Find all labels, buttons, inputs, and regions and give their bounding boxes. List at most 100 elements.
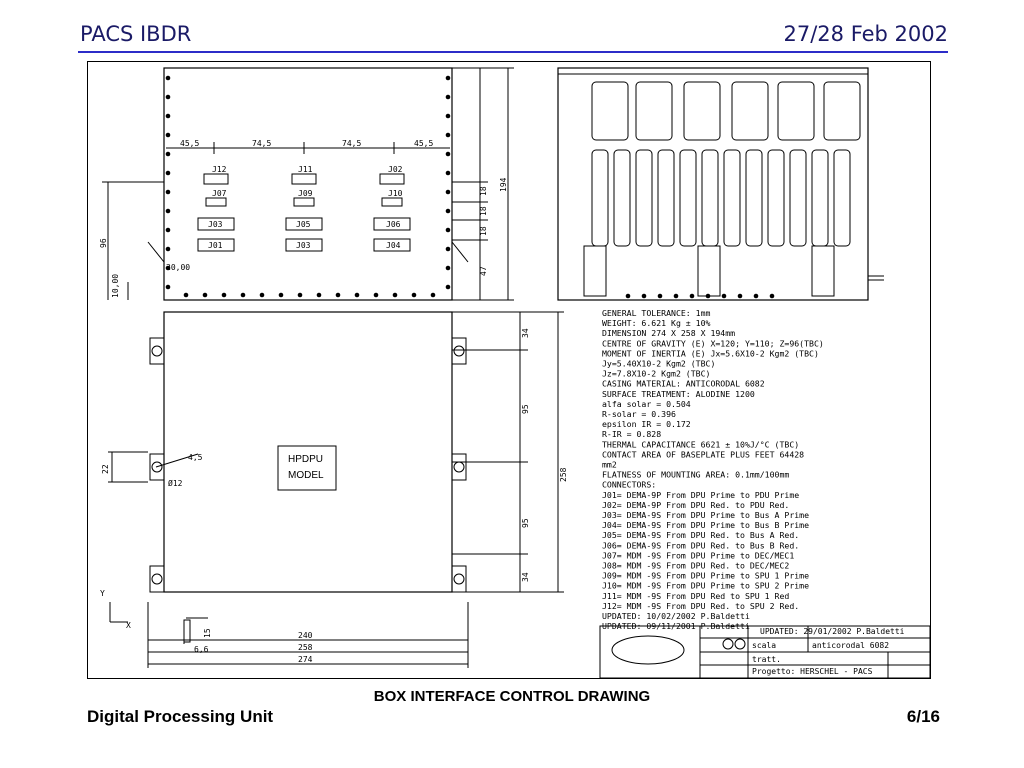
connector-j: [285, 238, 323, 252]
screw-dot: [430, 292, 436, 298]
connector-j: [373, 217, 411, 231]
screw-dot: [278, 292, 284, 298]
dim-left: 96: [99, 238, 108, 248]
dim-hole: 4,5: [188, 453, 203, 462]
note-line: J01= DEMA-9P From DPU Prime to PDU Prime: [602, 490, 799, 500]
screw-dot: [165, 246, 171, 252]
screw-dot: [445, 151, 451, 157]
side-cell: [591, 81, 629, 141]
note-line: CONTACT AREA OF BASEPLATE PLUS FEET 6442…: [602, 449, 804, 459]
top-view: [108, 311, 564, 668]
screw-dot: [165, 265, 171, 271]
mount-hole: [453, 461, 465, 473]
header-title: PACS IBDR: [80, 22, 192, 46]
note-line: R-solar = 0.396: [602, 409, 676, 419]
mount-ear: [149, 565, 165, 593]
title-project: Progetto: HERSCHEL - PACS: [752, 667, 873, 676]
screw-dot: [202, 292, 208, 298]
note-line: DIMENSION 274 X 258 X 194mm: [602, 328, 735, 338]
conn-label-d1: J01: [208, 241, 223, 250]
front-view-dims: 45,5 74,5 74,5 45,5 J12 J11 J02 J07 J09 …: [99, 139, 508, 298]
note-line: epsilon IR = 0.172: [602, 419, 691, 429]
side-cell: [701, 149, 719, 247]
dim-left-22: 22: [101, 464, 110, 474]
dim-left-small: 20,00: [166, 263, 190, 272]
screw-dot: [165, 189, 171, 195]
side-cell: [679, 149, 697, 247]
screw-dot: [411, 292, 417, 298]
side-cell: [635, 149, 653, 247]
side-cell: [591, 149, 609, 247]
dim-top-2: 74,5: [252, 139, 271, 148]
screw-dot: [445, 75, 451, 81]
side-cell: [767, 149, 785, 247]
conn-label-b3: J10: [388, 189, 403, 198]
note-line: THERMAL CAPACITANCE 6621 ± 10%J/°C (TBC): [602, 439, 799, 449]
conn-label-d3: J04: [386, 241, 401, 250]
note-line: CENTRE OF GRAVITY (E) X=120; Y=110; Z=96…: [602, 338, 824, 348]
side-cell: [777, 81, 815, 141]
note-line: CONNECTORS:: [602, 480, 656, 490]
dim-bottom-274: 274: [298, 655, 313, 664]
side-cell: [731, 81, 769, 141]
note-line: UPDATED: 09/11/2001 P.Baldetti: [602, 621, 750, 631]
screw-dot: [689, 293, 695, 299]
note-line: J07= MDM -9S From DPU Prime to DEC/MEC1: [602, 550, 794, 560]
note-line: MOMENT OF INERTIA (E) Jx=5.6X10-2 Kgm2 (…: [602, 348, 819, 358]
screw-dot: [753, 293, 759, 299]
note-line: R-IR = 0.828: [602, 429, 661, 439]
title-updated: UPDATED: 29/01/2002 P.Baldetti: [760, 627, 905, 636]
connector-j: [285, 217, 323, 231]
screw-dot: [705, 293, 711, 299]
note-line: J11= MDM -9S From DPU Red to SPU 1 Red: [602, 591, 789, 601]
screw-dot: [183, 292, 189, 298]
note-line: Jz=7.8X10-2 Kgm2 (TBC): [602, 369, 710, 379]
dim-right-total: 194: [499, 177, 508, 192]
screw-dot: [259, 292, 265, 298]
connector-j: [197, 238, 235, 252]
side-cell: [613, 149, 631, 247]
dim-outer-258: 258: [559, 467, 568, 482]
note-line: WEIGHT: 6.621 Kg ± 10%: [602, 318, 711, 328]
side-cell: [745, 149, 763, 247]
screw-dot: [165, 284, 171, 290]
screw-dot: [240, 292, 246, 298]
screw-dot: [165, 94, 171, 100]
side-cell: [823, 81, 861, 141]
screw-dot: [641, 293, 647, 299]
title-tratt: tratt.: [752, 655, 781, 664]
note-line: UPDATED: 10/02/2002 P.Baldetti: [602, 611, 750, 621]
note-line: alfa solar = 0.504: [602, 399, 691, 409]
axis-x: X: [126, 621, 131, 630]
dim-top-4: 45,5: [414, 139, 433, 148]
mount-ear: [451, 337, 467, 365]
note-line: J12= MDM -9S From DPU Red. to SPU 2 Red.: [602, 601, 799, 611]
screw-dot: [165, 132, 171, 138]
connector-j: [293, 197, 315, 207]
screw-dot: [165, 170, 171, 176]
connector-j: [381, 197, 403, 207]
connector-j: [203, 173, 229, 185]
screw-dot: [445, 265, 451, 271]
title-material: anticorodal 6082: [812, 641, 889, 650]
dim-r2: 95: [521, 404, 530, 414]
side-view: [557, 67, 884, 301]
conn-label-a1: J12: [212, 165, 227, 174]
mount-hole: [151, 461, 163, 473]
screw-dot: [165, 227, 171, 233]
top-view-text: HPDPU MODEL 258 34 95 95 34 240 258 274 …: [100, 328, 568, 664]
note-line: J10= MDM -9S From DPU Prime to SPU 2 Pri…: [602, 581, 809, 591]
screw-dot: [392, 292, 398, 298]
screw-dot: [165, 208, 171, 214]
side-cell: [789, 149, 807, 247]
dim-left-low: 10,00: [111, 274, 120, 298]
side-cell: [657, 149, 675, 247]
technical-drawing: 45,5 74,5 74,5 45,5 J12 J11 J02 J07 J09 …: [87, 61, 931, 679]
side-cell: [811, 149, 829, 247]
title-block-text: UPDATED: 29/01/2002 P.Baldetti anticorod…: [752, 627, 905, 676]
dim-r3: 95: [521, 518, 530, 528]
note-line: J05= DEMA-9S From DPU Red. to Bus A Red.: [602, 530, 799, 540]
box-label-2: MODEL: [288, 470, 324, 481]
mount-hole: [453, 573, 465, 585]
